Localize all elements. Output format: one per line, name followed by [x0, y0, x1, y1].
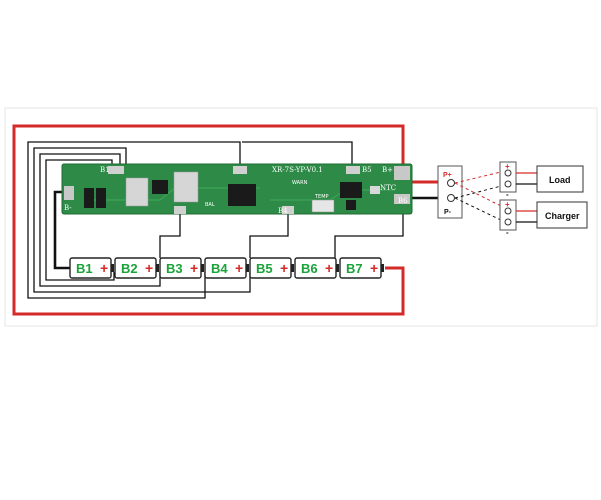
pad-label-b6: B6 [398, 197, 408, 205]
battery-cell-plus: + [325, 260, 333, 276]
terminal-label-p-minus: P- [444, 209, 452, 216]
pad-b1 [108, 166, 124, 174]
charger-screw-plus [504, 207, 512, 215]
battery-cell-cap [111, 264, 114, 272]
pad-label-warn: WARN [292, 180, 308, 186]
battery-cell-label: B7 [346, 261, 363, 276]
battery-cell-plus: + [190, 260, 198, 276]
charger-minus-sign: - [506, 228, 509, 237]
battery-cell: B3 + [159, 257, 204, 279]
battery-cell: B5 + [249, 257, 294, 279]
load-plus-sign: + [505, 162, 510, 171]
battery-cell-cap [201, 264, 204, 272]
pad-b-plus [394, 166, 410, 180]
pad-label-b1: B1 [100, 166, 110, 174]
charger-terminal [499, 199, 517, 231]
temp-connector [311, 199, 335, 213]
battery-cell-plus: + [145, 260, 153, 276]
terminal-label-p-plus: P+ [443, 172, 452, 179]
pad-label-b4: B4 [278, 207, 288, 215]
device-load: + - + − Load [499, 161, 584, 199]
pad-b-minus [64, 186, 74, 200]
wire-b-plus-loop [12, 124, 405, 316]
bms-board: XR-7S-YP-V0.1 B- B1 B5 B+ B6 B4 NTC TEMP… [61, 163, 413, 215]
device-charger: + - Charger [499, 199, 588, 237]
load-screw-plus [504, 169, 512, 177]
load-screw-minus [504, 180, 512, 188]
heatsink-1 [125, 177, 149, 207]
pad-b4 [282, 206, 294, 214]
battery-cell-cap [336, 264, 339, 272]
mosfet-3 [346, 200, 356, 210]
battery-cell-label: B3 [166, 261, 183, 276]
charger-plus-sign: + [505, 200, 510, 209]
ic-controller [228, 184, 256, 206]
battery-cell-cap [246, 264, 249, 272]
wire-tap-b5 [242, 141, 353, 166]
charger-label: Charger [545, 211, 580, 221]
charger-box [536, 201, 588, 229]
battery-cell-plus: + [280, 260, 288, 276]
link-load-plus [454, 170, 506, 184]
battery-cell: B4 + [204, 257, 249, 279]
battery-cell-plus: + [370, 260, 378, 276]
battery-cell: B6 + [294, 257, 339, 279]
battery-cell: B7 + [339, 257, 384, 279]
board-model: XR-7S-YP-V0.1 [272, 166, 323, 174]
terminal-screw-p-minus [447, 194, 455, 202]
battery-cell: B2 + [114, 257, 159, 279]
wire-tap-b6 [334, 202, 404, 258]
output-terminal-body [437, 165, 463, 219]
wire-tap-b1 [45, 159, 115, 281]
wire-tap-2 [39, 153, 161, 287]
load-box [536, 165, 584, 193]
diagram-frame [4, 107, 598, 327]
pad-label-b-plus: B+ [382, 166, 393, 174]
battery-cell: B1 + [69, 257, 114, 279]
battery-cell-cap [381, 264, 384, 272]
pad-label-temp: TEMP [314, 194, 329, 200]
link-load-minus [454, 184, 506, 199]
battery-cell-plus: + [235, 260, 243, 276]
output-terminal: P+ P- [437, 165, 463, 219]
battery-cell-label: B6 [301, 261, 318, 276]
battery-cell-cap [156, 264, 159, 272]
battery-cell-string: B1 + B2 + B3 + B4 + B5 + B6 + B7 + [69, 257, 384, 279]
heatsink-2 [173, 171, 199, 203]
device-links [454, 170, 506, 223]
wire-tap-b4 [249, 214, 289, 258]
pad-b6 [394, 194, 410, 204]
ntc-component [370, 186, 380, 194]
battery-cell-plus: + [100, 260, 108, 276]
load-label: Load [549, 175, 571, 185]
terminal-screw-p-plus [447, 179, 455, 187]
transistor-1 [152, 180, 168, 194]
pad-label-ntc: NTC [380, 184, 396, 192]
charger-screw-minus [504, 218, 512, 226]
battery-cell-label: B5 [256, 261, 273, 276]
mosfet-1 [84, 188, 94, 208]
battery-cell-cap [291, 264, 294, 272]
pad-b5 [346, 166, 360, 174]
mosfet-2 [96, 188, 106, 208]
battery-cell-label: B4 [211, 261, 228, 276]
pad-label-b-minus: B- [64, 204, 72, 212]
pad-label-bal: BAL [205, 202, 215, 208]
pad-label-b5: B5 [362, 166, 372, 174]
ic-small [340, 182, 362, 198]
wire-tap-mid [27, 141, 241, 299]
battery-cell-label: B2 [121, 261, 138, 276]
wire-tap-3 [33, 147, 251, 293]
pad-mid [233, 166, 247, 174]
wire-tap-4 [159, 214, 181, 258]
load-minus-sign: - [506, 190, 509, 199]
battery-cell-label: B1 [76, 261, 93, 276]
pad-bottom-left [174, 206, 186, 214]
load-terminal [499, 161, 517, 193]
